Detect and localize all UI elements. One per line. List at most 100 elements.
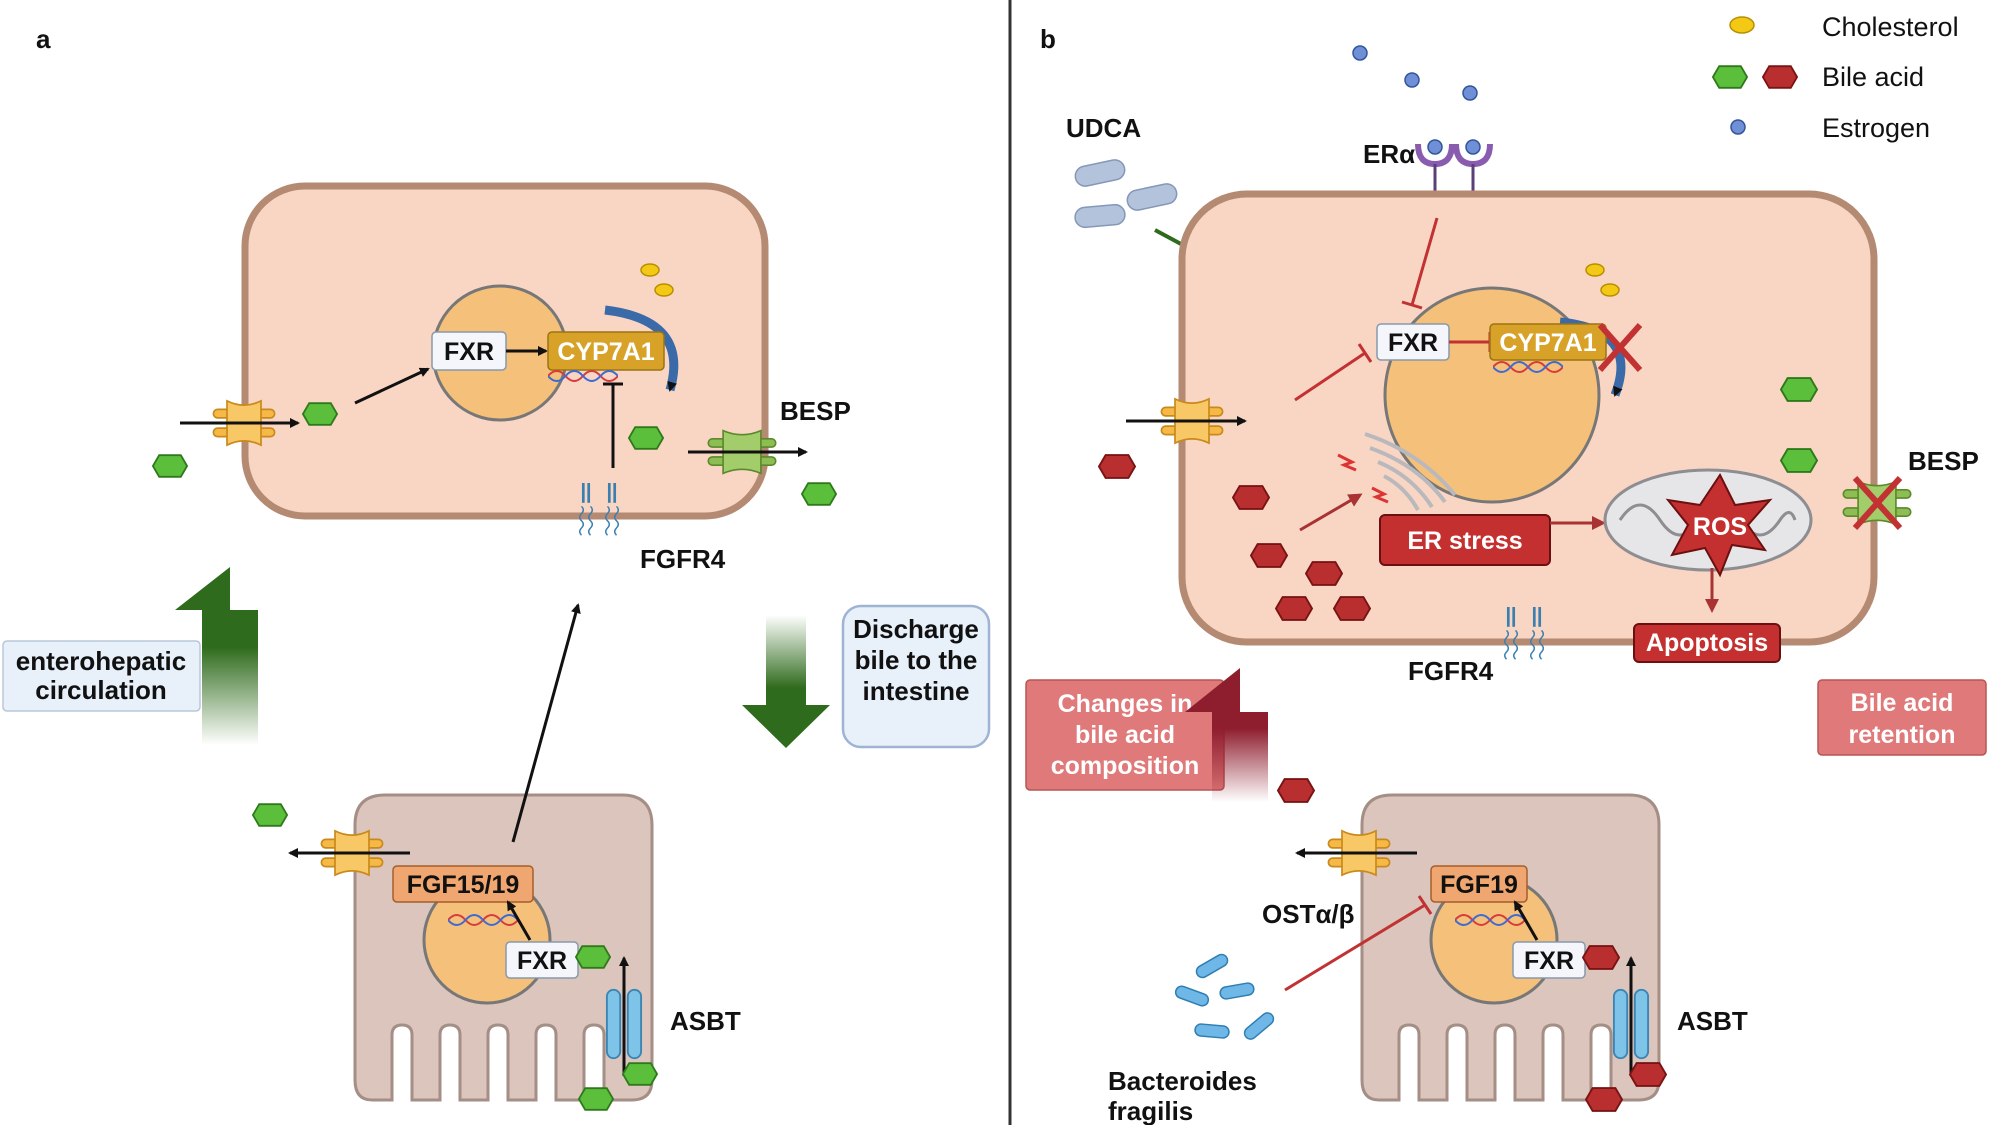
panel-a: a FXR CYP7A1 FGFR4 BESP [2,24,991,1111]
lightning-icon [1371,486,1389,504]
er-stress-box [1379,514,1551,566]
era-inhibit-line [1410,217,1439,306]
ost-label: OSTα/β [1262,899,1355,929]
retention-text-1: Bile acid [1851,689,1954,717]
discharge-text-1: Discharge [853,614,979,644]
panel-b-label: b [1040,24,1056,54]
changes-up-arrow [1185,668,1268,802]
fgfr4-label-b: FGFR4 [1408,656,1494,686]
bile-acid-inhibit-line [1294,351,1366,402]
arrow-fxr-fgf-b [1513,900,1539,941]
fgfr4-label-a: FGFR4 [640,544,726,574]
bile-acid-icon [1275,596,1313,621]
bile-acid-er-arrow [1299,493,1363,532]
block-x-icon [1597,323,1643,372]
inhibit-bar [1401,300,1423,310]
bile-acid-icon [801,482,837,506]
cholesterol-icon [640,263,660,277]
asbt-label-a: ASBT [670,1006,741,1036]
besp-label-b: BESP [1908,446,1979,476]
bacteria-icon [1174,953,1275,1040]
block-x-icon [1852,475,1903,531]
fxr-intestine-label-a: FXR [517,947,567,975]
fgf19-label: FGF19 [1440,871,1518,899]
discharge-box [841,604,991,749]
bile-acid-icon [1277,778,1315,803]
bacteroides-inhibit-line [1284,903,1426,992]
asbt-label-b: ASBT [1677,1006,1748,1036]
bile-acid-icon [252,803,288,827]
ros-label: ROS [1693,513,1747,541]
apoptosis-label: Apoptosis [1646,629,1768,657]
bile-acid-icon [575,945,611,969]
era-label: ERα [1363,139,1415,169]
enterohepatic-box [2,640,201,712]
estrogen-legend-icon [1730,119,1746,135]
bile-acid-icon [1098,454,1136,479]
er-stress-label: ER stress [1407,527,1522,555]
changes-text-2: bile acid [1075,721,1175,749]
lightning-icon [1337,453,1357,472]
estrogen-icon [1462,85,1478,101]
changes-text-1: Changes in [1058,690,1193,718]
apoptosis-box [1633,623,1781,663]
bacteroides-text-2: fragilis [1108,1096,1193,1125]
bile-acid-icon [1629,1062,1667,1087]
estrogen-icon [1352,45,1368,61]
bile-acid-icon [628,426,664,450]
fgf-label-a: FGF15/19 [407,871,520,899]
legend-estrogen: Estrogen [1822,113,1930,143]
arrow-fxr-fgf-a [506,900,532,941]
bile-acid-green-legend-icon [1712,65,1748,89]
enterohepatic-up-arrow [175,567,258,745]
bile-acid-icon [1333,596,1371,621]
panel-b: b Cholesterol Bile acid Estrogen UDCA ER… [1025,12,1987,1125]
panel-a-label: a [36,24,51,54]
bile-acid-red-legend-icon [1762,65,1798,89]
fgf19-box [1430,865,1528,903]
enterohepatic-text-1: enterohepatic [16,646,187,676]
inhibit-bar [1357,343,1373,363]
cyp7a1-label-a: CYP7A1 [557,338,654,366]
ros-burst-icon [1665,473,1773,578]
cholesterol-icon [654,283,674,297]
fxr-label-a: FXR [444,338,494,366]
pill-icon [1074,159,1178,229]
bile-acid-icon [578,1087,614,1111]
fgf-box-a [392,865,534,903]
bile-acid-icon [1780,377,1818,402]
bile-acid-icon [622,1062,658,1086]
legend: Cholesterol Bile acid Estrogen [1712,12,1959,143]
besp-label-a: BESP [780,396,851,426]
bacteroides-text-1: Bacteroides [1108,1066,1257,1096]
retention-text-2: retention [1849,721,1956,749]
bile-acid-icon [1232,485,1270,510]
fxr-label-b: FXR [1388,329,1438,357]
bile-acid-icon [152,454,188,478]
era-receptor-icon [1415,139,1455,210]
discharge-text-2: bile to the [855,645,978,675]
endoplasmic-reticulum-icon [1364,432,1457,511]
bile-acid-icon [1585,1087,1623,1112]
cholesterol-legend-icon [1729,16,1755,34]
legend-cholesterol: Cholesterol [1822,12,1959,42]
changes-text-3: composition [1051,752,1200,780]
fgf-to-fgfr4-arrow [511,603,581,843]
udca-label: UDCA [1066,113,1141,143]
arrow-ba-fxr [354,367,430,405]
bile-acid-icon [1780,448,1818,473]
cyp7a1-box-a [547,331,665,371]
retention-box [1817,679,1987,756]
enterohepatic-text-2: circulation [35,675,166,705]
cholesterol-icon [1585,263,1605,277]
fxr-intestine-label-b: FXR [1524,947,1574,975]
bile-acid-icon [1250,543,1288,568]
cyp7a1-label-b: CYP7A1 [1499,329,1596,357]
estrogen-icon [1404,72,1420,88]
inhibit-bar [1417,895,1433,915]
discharge-down-arrow [742,615,830,748]
discharge-text-3: intestine [863,676,970,706]
cholesterol-icon [1600,283,1620,297]
bile-acid-icon [302,402,338,426]
